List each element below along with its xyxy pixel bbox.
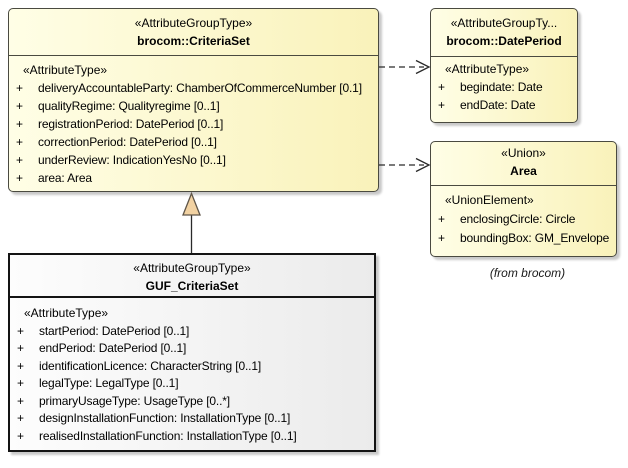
open-arrowhead-icon (415, 157, 431, 173)
attribute-row: + enclosingCircle: Circle (431, 210, 616, 229)
attribute-row: + startPeriod: DatePeriod [0..1] (10, 323, 374, 341)
attribute-row: + designInstallationFunction: Installati… (10, 410, 374, 428)
generalization-arrow[interactable] (182, 191, 201, 254)
generalization-triangle-icon (182, 191, 201, 216)
attribute-row: + underReview: IndicationYesNo [0..1] (9, 151, 378, 169)
class-stereotype: «AttributeGroupTy... (450, 16, 558, 30)
attribute-section-stereotype: «AttributeType» (23, 63, 108, 77)
attributes-compartment: «AttributeType» + begindate: Date + endD… (431, 57, 577, 114)
visibility-marker: + (17, 428, 25, 443)
class-stereotype: «AttributeGroupType» (134, 16, 253, 30)
attribute-text: startPeriod: DatePeriod [0..1] (39, 323, 190, 338)
visibility-marker: + (16, 135, 24, 149)
attribute-section-stereotype: «AttributeType» (445, 61, 530, 76)
attribute-text: boundingBox: GM_Envelope (460, 230, 610, 245)
attribute-text: deliveryAccountableParty: ChamberOfComme… (38, 81, 362, 95)
attribute-row: + endPeriod: DatePeriod [0..1] (10, 340, 374, 358)
visibility-marker: + (16, 171, 24, 185)
attribute-row: + boundingBox: GM_Envelope (431, 229, 616, 248)
class-stereotype: «AttributeGroupType» (133, 261, 251, 275)
class-header: «Union» Area (431, 142, 616, 186)
visibility-marker: + (17, 358, 25, 373)
class-box-brocom-dateperiod[interactable]: «AttributeGroupTy... brocom::DatePeriod … (430, 8, 578, 123)
visibility-marker: + (438, 79, 446, 94)
visibility-marker: + (438, 230, 446, 245)
attribute-text: designInstallationFunction: Installation… (39, 411, 291, 425)
attribute-row: + legalType: LegalType [0..1] (10, 375, 374, 393)
from-package-note: (from brocom) (489, 266, 566, 280)
attribute-row: + area: Area (9, 169, 378, 187)
attributes-compartment: «AttributeType» + deliveryAccountablePar… (9, 56, 378, 187)
visibility-marker: + (16, 117, 24, 131)
attribute-text: legalType: LegalType [0..1] (39, 376, 179, 390)
visibility-marker: + (17, 411, 25, 425)
attribute-row: + realisedInstallationFunction: Installa… (10, 428, 374, 446)
attribute-text: area: Area (38, 171, 92, 185)
attribute-text: enclosingCircle: Circle (460, 211, 576, 226)
visibility-marker: + (16, 153, 24, 167)
class-name: GUF_CriteriaSet (145, 279, 239, 293)
attribute-text: primaryUsageType: UsageType [0..*] (39, 393, 230, 408)
class-header: «AttributeGroupType» brocom::CriteriaSet (9, 9, 378, 56)
class-name: brocom::CriteriaSet (137, 34, 250, 48)
visibility-marker: + (17, 323, 25, 338)
visibility-marker: + (438, 211, 446, 226)
attribute-text: qualityRegime: Qualityregime [0..1] (38, 99, 220, 113)
attributes-compartment: «UnionElement» + enclosingCircle: Circle… (431, 186, 616, 248)
attribute-row: + qualityRegime: Qualityregime [0..1] (9, 97, 378, 115)
class-header: «AttributeGroupType» GUF_CriteriaSet (10, 255, 374, 298)
attribute-row: + deliveryAccountableParty: ChamberOfCom… (9, 79, 378, 97)
class-header: «AttributeGroupTy... brocom::DatePeriod (431, 9, 577, 57)
visibility-marker: + (438, 97, 446, 112)
attribute-section-stereotype: «UnionElement» (445, 192, 534, 207)
dependency-arrow-to-area[interactable] (379, 157, 431, 173)
visibility-marker: + (16, 81, 24, 95)
visibility-marker: + (17, 376, 25, 390)
visibility-marker: + (17, 341, 25, 355)
attribute-section-stereotype: «AttributeType» (24, 306, 109, 320)
class-box-area-union[interactable]: «Union» Area «UnionElement» + enclosingC… (430, 141, 617, 257)
attribute-row: + correctionPeriod: DatePeriod [0..1] (9, 133, 378, 151)
dependency-arrow-to-dateperiod[interactable] (379, 59, 431, 75)
attribute-text: underReview: IndicationYesNo [0..1] (38, 153, 226, 167)
attribute-row: + begindate: Date (431, 78, 577, 96)
attributes-compartment: «AttributeType» + startPeriod: DatePerio… (10, 298, 374, 445)
attribute-text: registrationPeriod: DatePeriod [0..1] (38, 117, 224, 131)
attribute-text: endPeriod: DatePeriod [0..1] (39, 341, 187, 355)
attribute-text: begindate: Date (460, 79, 543, 94)
attribute-text: realisedInstallationFunction: Installati… (39, 428, 297, 443)
visibility-marker: + (17, 393, 25, 408)
class-name: Area (510, 164, 537, 178)
class-stereotype: «Union» (501, 146, 546, 160)
open-arrowhead-icon (415, 59, 431, 75)
attribute-row: + endDate: Date (431, 96, 577, 114)
class-name: brocom::DatePeriod (446, 34, 562, 48)
attribute-text: endDate: Date (460, 97, 536, 112)
attribute-text: correctionPeriod: DatePeriod [0..1] (38, 135, 217, 149)
attribute-row: + identificationLicence: CharacterString… (10, 358, 374, 376)
attribute-text: identificationLicence: CharacterString [… (39, 358, 262, 373)
attribute-row: + registrationPeriod: DatePeriod [0..1] (9, 115, 378, 133)
attribute-row: + primaryUsageType: UsageType [0..*] (10, 393, 374, 411)
class-box-guf-criteriaset[interactable]: «AttributeGroupType» GUF_CriteriaSet «At… (8, 253, 376, 452)
class-box-brocom-criteriaset[interactable]: «AttributeGroupType» brocom::CriteriaSet… (8, 8, 379, 192)
visibility-marker: + (16, 99, 24, 113)
